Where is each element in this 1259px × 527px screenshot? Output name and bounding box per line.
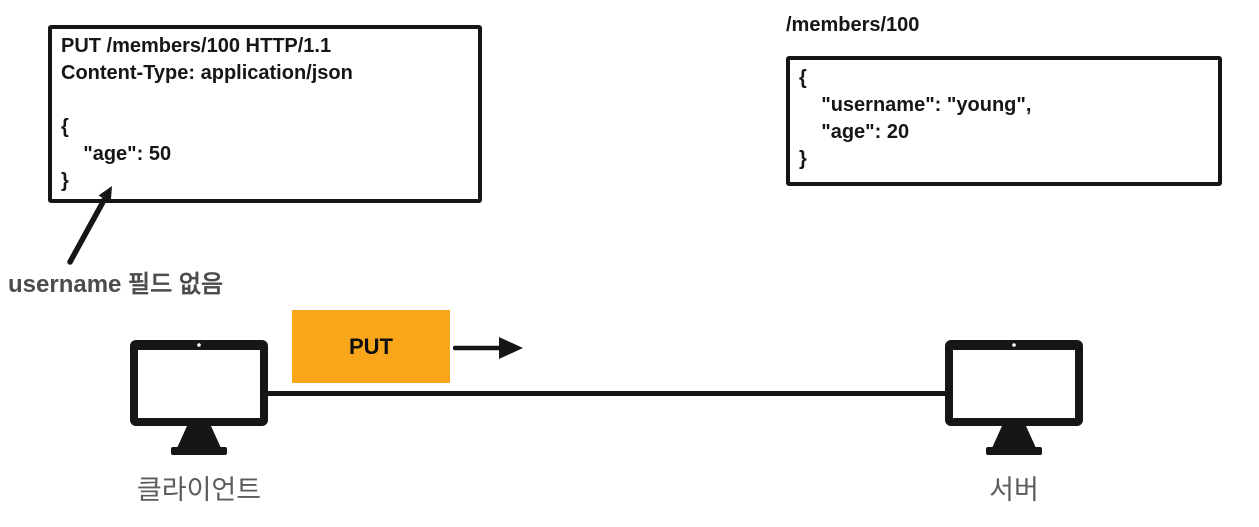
http-request-box: PUT /members/100 HTTP/1.1 Content-Type: …	[48, 25, 482, 203]
stored-resource-code: { "username": "young", "age": 20 }	[799, 67, 1032, 170]
stored-resource-box: { "username": "young", "age": 20 }	[786, 56, 1222, 186]
put-method-label: PUT	[349, 333, 393, 359]
put-message-box: PUT	[292, 310, 450, 383]
request-direction-arrow-icon	[453, 337, 523, 359]
resource-path-label: /members/100	[786, 14, 920, 36]
connection-line	[266, 391, 947, 396]
server-label: 서버	[989, 475, 1039, 505]
client-monitor-icon	[130, 340, 268, 455]
server-monitor-icon	[945, 340, 1083, 455]
http-request-code: PUT /members/100 HTTP/1.1 Content-Type: …	[61, 35, 353, 192]
client-label: 클라이언트	[136, 475, 262, 505]
annotation-missing-field: username 필드 없음	[8, 271, 224, 298]
annotation-arrow-icon	[67, 186, 112, 265]
